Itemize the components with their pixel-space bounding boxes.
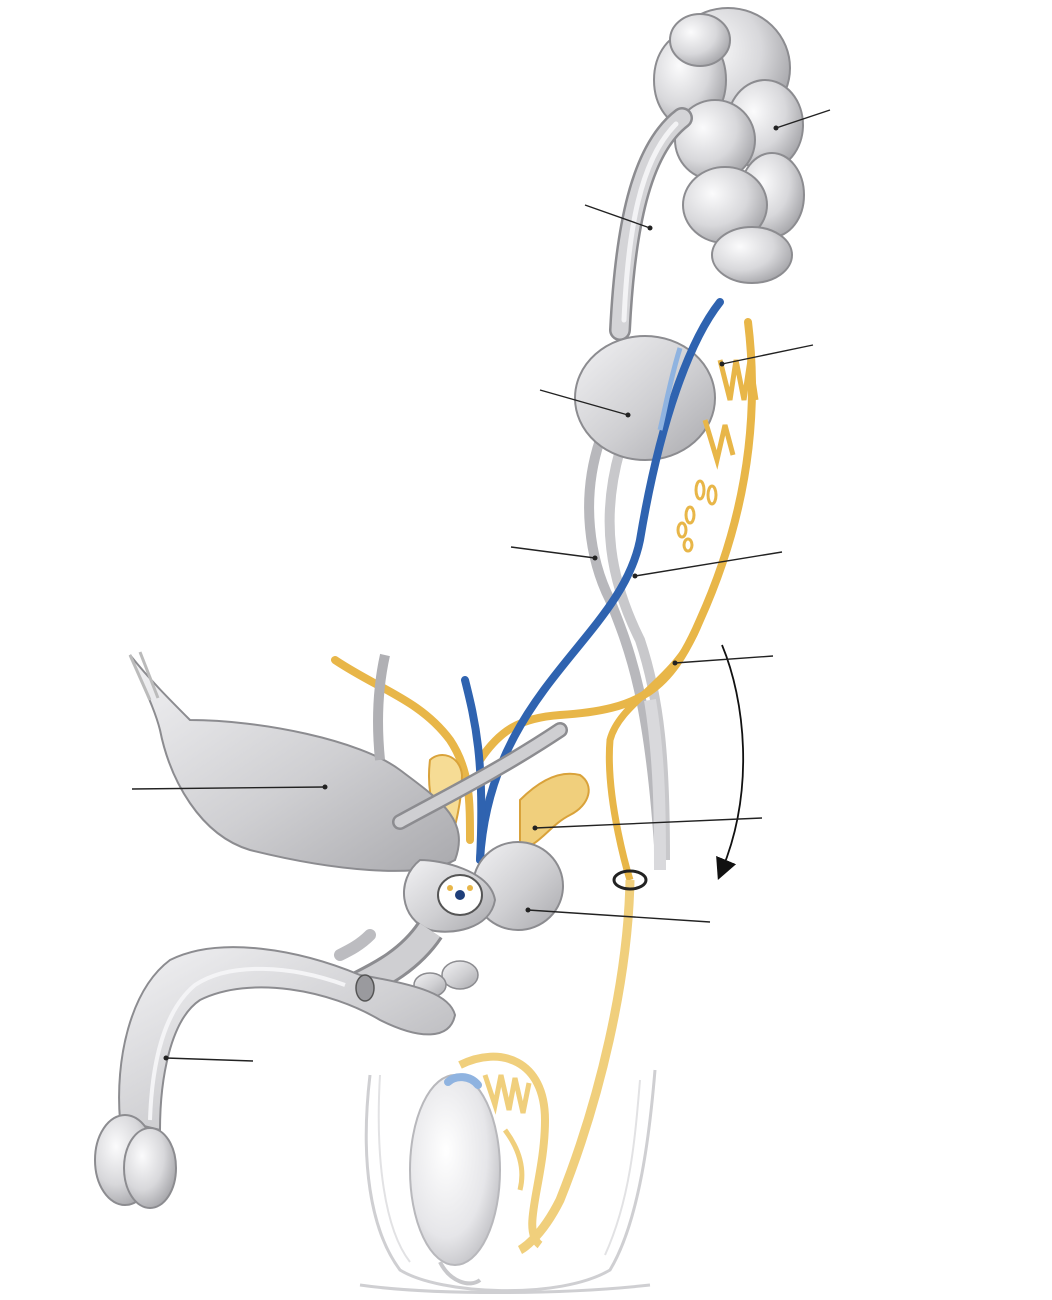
penis — [94, 946, 457, 1209]
leader-line-vessel — [632, 551, 783, 579]
leader-line-ureter — [584, 204, 653, 231]
descent-arrow-icon — [716, 644, 745, 880]
testis — [409, 1052, 550, 1286]
blue-vessel — [461, 298, 724, 864]
kidney — [653, 7, 805, 284]
leader-line-kidney — [773, 109, 831, 131]
leader-line-bladder — [131, 784, 328, 790]
seminal-vesicle — [519, 772, 590, 852]
leader-line-penis — [163, 1055, 254, 1062]
inguinal-ring — [612, 869, 648, 891]
gonad — [574, 335, 716, 861]
leader-line-duct — [672, 655, 774, 666]
leader-line-mesonephric-tubules — [719, 344, 814, 367]
leader-line-gonad — [539, 389, 631, 418]
leader-lines — [131, 109, 831, 1062]
leader-line-seminal-vesicle — [532, 817, 763, 831]
leader-line-gubernaculum — [510, 546, 598, 561]
scrotum — [359, 1069, 657, 1294]
prostate — [403, 841, 564, 933]
bladder — [128, 651, 460, 872]
leader-line-prostate — [525, 907, 711, 923]
